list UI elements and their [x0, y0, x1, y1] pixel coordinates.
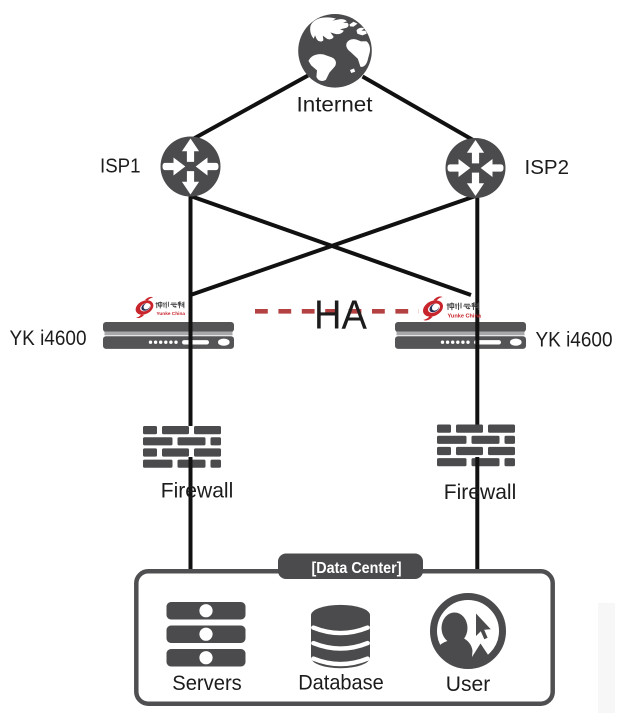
svg-text:ISP2: ISP2 [525, 157, 570, 179]
svg-text:YK i4600: YK i4600 [10, 327, 87, 350]
svg-text:Yunke China: Yunke China [157, 311, 186, 316]
svg-text:HA: HA [314, 292, 368, 338]
svg-text:YK i4600: YK i4600 [536, 329, 613, 352]
svg-text:[Data Center]: [Data Center] [312, 560, 402, 577]
svg-text:Firewall: Firewall [161, 480, 234, 503]
svg-text:Yunke China: Yunke China [448, 313, 482, 319]
svg-text:User: User [446, 673, 491, 696]
svg-text:Database: Database [298, 672, 384, 695]
svg-text:Firewall: Firewall [444, 481, 517, 504]
svg-text:Internet: Internet [297, 94, 373, 117]
svg-text:ISP1: ISP1 [100, 155, 141, 177]
svg-text:Servers: Servers [172, 672, 242, 695]
